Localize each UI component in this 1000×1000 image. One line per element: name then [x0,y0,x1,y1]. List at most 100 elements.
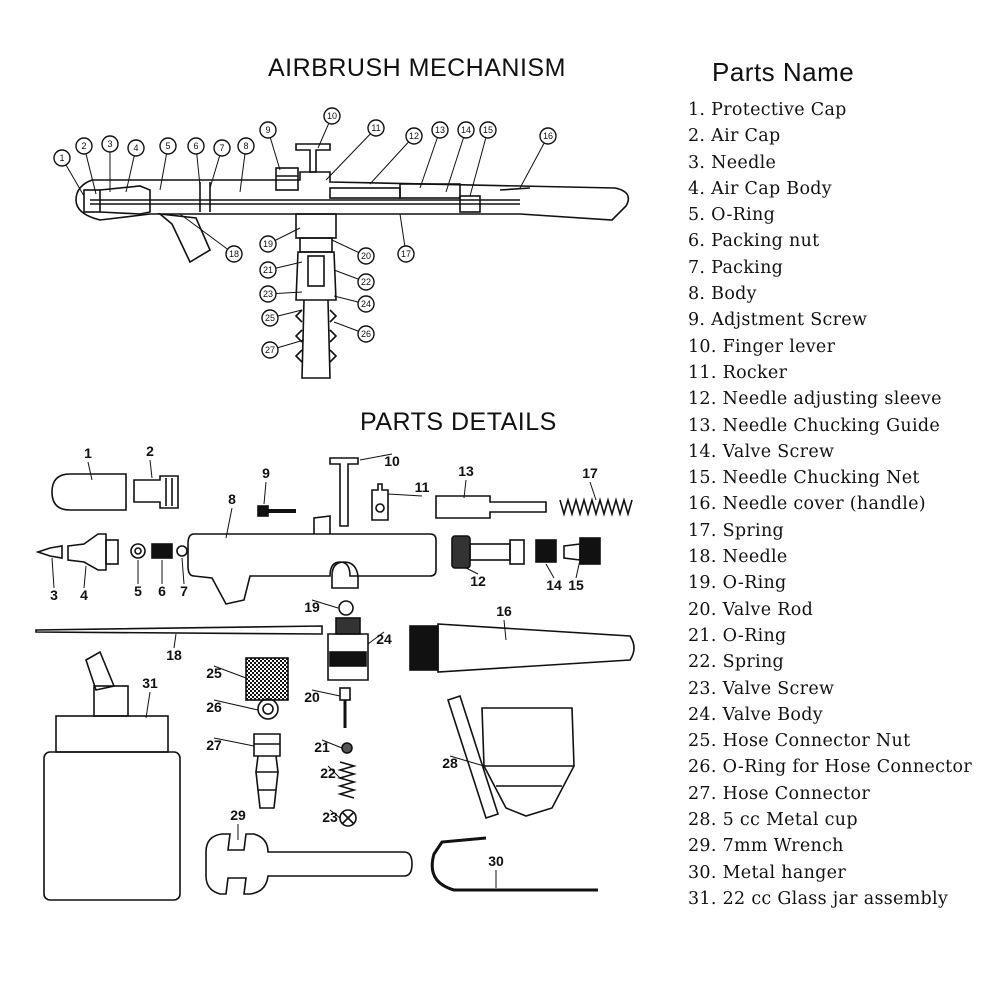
body-drawing [187,533,437,605]
callout-number: 12 [409,131,419,141]
parts-list-item: 27. Hose Connector [688,783,871,804]
metal-cup-drawing [446,694,575,820]
label-leader [321,739,343,749]
label-leader [589,481,597,501]
parts-list-item: 2. Air Cap [688,126,781,147]
callout-number: 23 [263,289,273,299]
needle-chucking-guide-drawing [435,495,547,519]
valve-rod-drawing [339,687,351,728]
label-leader [87,461,93,481]
callout-number: 3 [107,139,112,149]
packing-nut-drawing [151,543,173,559]
air-cap-drawing [133,475,179,509]
callout-circle [357,273,375,291]
callout-circle [237,137,255,155]
part-label: 29 [230,807,246,823]
o-ring-21-drawing [341,742,353,754]
callout-circle [261,309,279,327]
label-leader [225,507,233,539]
parts-list-item: 23. Valve Screw [688,678,835,699]
label-leader [367,631,385,645]
parts-list-item: 24. Valve Body [688,704,823,725]
part-label: 31 [142,675,158,691]
label-leader [149,459,153,479]
part-label: 11 [415,479,430,495]
part-label: 13 [458,463,474,479]
valve-screw-14-drawing [535,539,557,563]
parts-list-item: 18. Needle [688,547,788,568]
finger-lever-drawing [329,457,359,527]
callout-circle [259,121,277,139]
parts-list-item: 4. Air Cap Body [688,178,832,199]
parts-list-item: 11. Rocker [688,362,788,383]
callout-number: 1 [59,153,64,163]
callout-number: 10 [327,111,337,121]
parts-list-item: 29. 7mm Wrench [688,836,844,857]
parts-list-item: 25. Hose Connector Nut [688,731,911,752]
callout-leader [419,129,441,189]
callout-circle [357,247,375,265]
part-label: 8 [228,491,236,507]
part-drawings [35,457,635,901]
callout-number: 8 [243,141,248,151]
callout-circle [431,121,449,139]
label-leader [83,565,87,589]
glass-jar-drawing [43,650,181,901]
callout-circle [539,127,557,145]
parts-list-item: 30. Metal hanger [688,862,846,883]
parts-list-item: 16. Needle cover (handle) [688,494,926,515]
wrench-drawing [205,833,413,895]
label-leader [387,493,423,497]
parts-list-item: 17. Spring [688,520,785,541]
part-label: 28 [442,755,458,771]
callout-number: 16 [543,131,553,141]
parts-list-item: 31. 22 cc Glass jar assembly [688,888,949,909]
callout-circle [259,285,277,303]
label-leader [181,557,185,585]
part-label: 7 [180,583,188,599]
part-label: 18 [166,647,182,663]
needle-chucking-net-drawing [563,537,601,565]
label-leader [503,619,507,641]
parts-list-item: 14. Valve Screw [688,441,835,462]
part-label: 15 [568,577,584,593]
callout-circle [159,137,177,155]
parts-list-item: 26. O-Ring for Hose Connector [688,757,972,778]
rocker-drawing [371,483,389,521]
mechanism-title: AIRBRUSH MECHANISM [268,54,566,82]
needle-tip-drawing [35,545,63,559]
protective-cap-drawing [51,473,127,511]
part-label: 19 [304,599,320,615]
callout-circle [213,139,231,157]
mechanism-cross-section [75,143,630,379]
hose-connector-drawing [253,733,281,809]
callout-number: 27 [265,345,275,355]
callout-number: 26 [361,329,371,339]
parts-list-item: 8. Body [688,284,757,305]
callout-circle [457,121,475,139]
label-leader [51,557,55,589]
callout-circle [101,135,119,153]
hose-connector-nut-drawing [245,657,289,701]
parts-list-item: 6. Packing nut [688,231,820,252]
parts-details-title: PARTS DETAILS [360,408,557,436]
callout-number: 14 [461,125,471,135]
part-label: 24 [376,631,392,647]
label-leader [213,665,247,679]
parts-list-item: 13. Needle Chucking Guide [688,415,941,436]
label-leader [327,765,341,779]
callout-circle [187,137,205,155]
callout-leader [519,135,549,189]
metal-hanger-drawing [430,836,598,892]
part-label: 21 [314,739,330,755]
callout-leader [369,135,415,185]
parts-list-item: 1. Protective Cap [688,100,847,120]
callout-circle [53,149,71,167]
callout-circle [323,107,341,125]
part-label: 23 [322,809,338,825]
callout-number: 9 [265,125,270,135]
spring-17-drawing [559,497,633,517]
